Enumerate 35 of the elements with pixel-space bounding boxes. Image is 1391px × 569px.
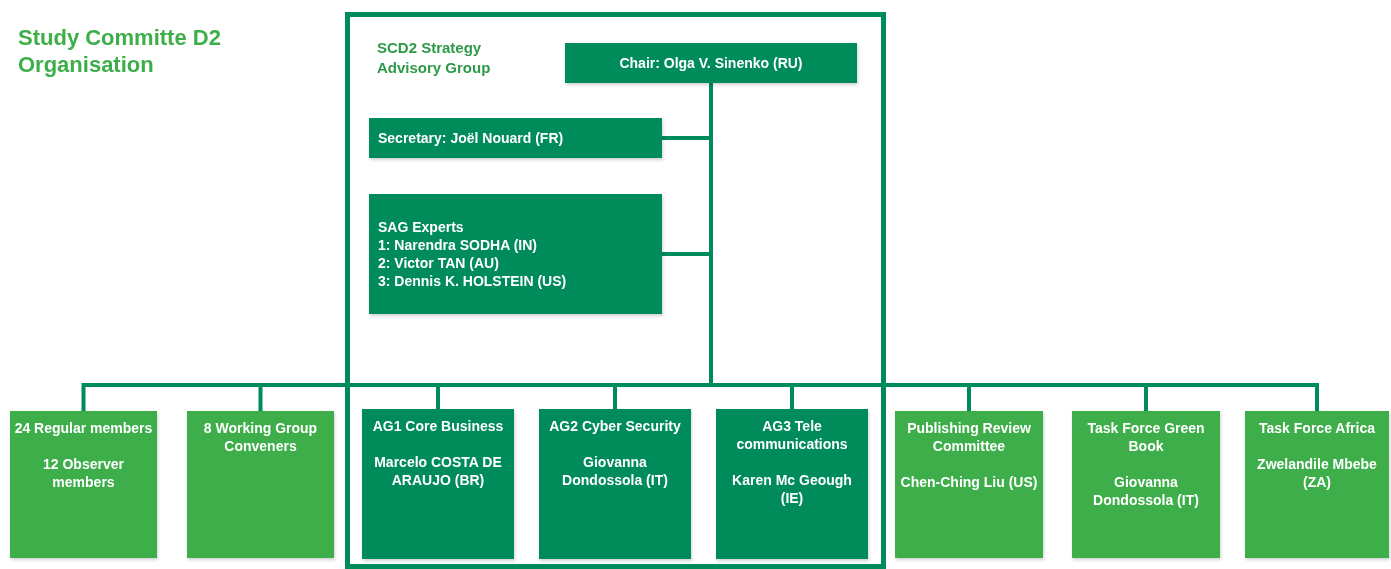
diagram-title: Study Committe D2 Organisation: [18, 24, 222, 78]
box-text: 12 Observer members: [42, 455, 125, 491]
group-title: SCD2 Strategy Advisory Group: [377, 38, 492, 78]
box-text: 3: Dennis K. HOLSTEIN (US): [378, 272, 568, 290]
org-box: [10, 411, 157, 558]
org-box: [716, 409, 868, 559]
box-heading: AG1 Core Business: [371, 417, 505, 435]
box-text: Chen-Ching Liu (US): [899, 473, 1039, 491]
box-heading: Secretary: Joël Nouard (FR): [378, 129, 565, 147]
org-box: [565, 43, 857, 83]
org-box: [187, 411, 334, 558]
box-heading: SAG Experts: [378, 218, 465, 236]
box-heading: 24 Regular members: [14, 419, 153, 437]
org-box: [1072, 411, 1220, 558]
org-box: [1245, 411, 1389, 558]
box-text: Karen Mc Geough (IE): [731, 471, 853, 507]
box-text: Zwelandile Mbebe (ZA): [1256, 455, 1378, 491]
box-heading: Task Force Africa: [1258, 419, 1376, 437]
box-text: Giovanna Dondossola (IT): [1092, 473, 1200, 509]
org-box: [369, 118, 662, 158]
group-frame: [345, 12, 886, 569]
box-heading: 8 Working Group Conveners: [202, 419, 319, 455]
box-heading: Task Force Green Book: [1086, 419, 1206, 455]
box-text: 1: Narendra SODHA (IN): [378, 236, 538, 254]
box-text: Giovanna Dondossola (IT): [561, 453, 669, 489]
box-text: Marcelo COSTA DE ARAUJO (BR): [373, 453, 503, 489]
org-box: [369, 194, 662, 314]
box-heading: Chair: Olga V. Sinenko (RU): [619, 54, 803, 72]
box-heading: Publishing Review Committee: [906, 419, 1032, 455]
org-box: [895, 411, 1043, 558]
box-heading: AG2 Cyber Security: [548, 417, 682, 435]
org-box: [539, 409, 691, 559]
org-box: [362, 409, 514, 559]
box-heading: AG3 Tele communications: [735, 417, 849, 453]
box-text: 2: Victor TAN (AU): [378, 254, 500, 272]
